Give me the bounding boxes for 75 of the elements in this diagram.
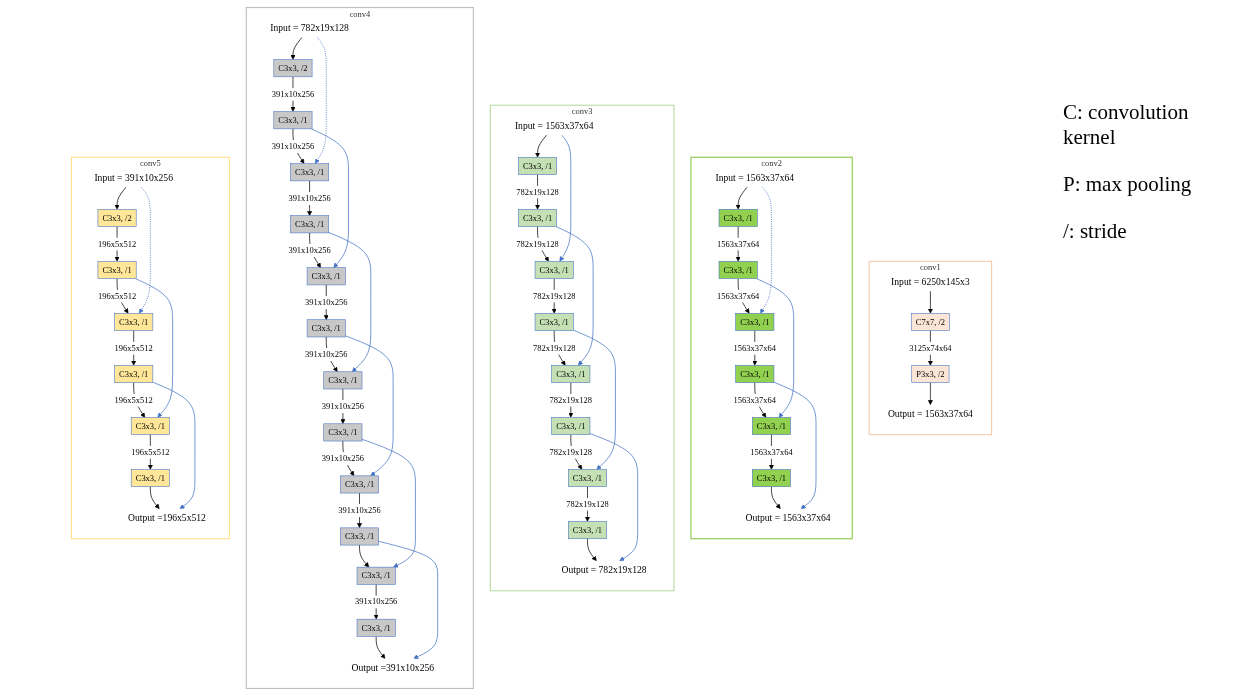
node-box: C3x3, /1 [551,417,591,435]
node-text: Input = 6250x145x3 [891,276,970,288]
edge-label: 782x19x128 [549,395,593,405]
legend-note: P: max pooling [1063,172,1193,197]
node-box: C7x7, /2 [910,313,950,331]
edge-label: 1563x37x64 [750,447,793,457]
node-text: Input = 1563x37x64 [715,172,795,183]
edge-label: 391x10x256 [305,349,348,359]
edge-label: 196x5x512 [114,395,153,405]
node-box: C3x3, /1 [518,156,557,175]
edge-label: 196x5x512 [97,291,137,301]
edge-label: 391x10x256 [354,597,398,607]
node-text: Input = 782x19x128 [270,22,349,34]
edge-label: 391x10x256 [271,89,315,99]
node-box: C3x3, /2 [273,59,313,78]
legend-note: /: stride [1063,219,1128,244]
node-box: C3x3, /1 [735,313,775,331]
node-box: C3x3, /1 [735,365,775,383]
edge-label: 391x10x256 [321,401,365,411]
edge-label: 1563x37x64 [716,291,760,301]
edge-label: 196x5x512 [114,343,153,353]
node-box: C3x3, /1 [718,209,758,227]
node-box: C3x3, /1 [551,365,591,383]
node-text: Input = 1563x37x64 [514,120,594,131]
edge-label: 782x19x128 [516,187,559,197]
node-box: C3x3, /1 [534,313,574,331]
node-box: C3x3, /1 [130,417,170,435]
edge-label: 391x10x256 [288,245,331,255]
node-box: C3x3, /1 [568,469,607,487]
node-box: C3x3, /1 [306,267,346,286]
node-box: C3x3, /1 [306,319,346,338]
edge-label: 782x19x128 [566,499,609,509]
node-box: C3x3, /1 [273,111,313,130]
edge-label: 3125x74x64 [909,343,952,353]
node-text: Output = 1563x37x64 [745,512,831,524]
node-box: C3x3, /1 [568,521,607,540]
node-text: Output = 1563x37x64 [887,408,973,420]
node-text: Input = 391x10x256 [94,172,173,183]
node-box: C3x3, /1 [114,313,154,331]
node-box: C3x3, /1 [356,566,396,585]
node-box: P3x3, /2 [911,365,950,383]
node-box: C3x3, /1 [97,261,137,279]
node-text: Output =196x5x512 [128,512,206,524]
node-text: Output = 782x19x128 [561,564,647,576]
edge-label: 1563x37x64 [733,343,776,353]
edge-label: 782x19x128 [532,291,576,301]
node-box: C3x3, /1 [518,209,557,227]
node-box: C3x3, /1 [718,261,758,279]
edge-label: 1563x37x64 [733,395,776,405]
node-box: C3x3, /1 [752,469,791,487]
legend-note: C: convolution kernel [1063,100,1190,150]
node-box: C3x3, /1 [340,527,379,546]
node-text: Output =391x10x256 [351,662,435,674]
node-box: C3x3, /1 [323,371,363,390]
edge-label: 782x19x128 [549,447,593,457]
edge-label: 196x5x512 [97,239,137,249]
edge-label: 1563x37x64 [716,239,760,249]
node-box: C3x3, /1 [323,423,363,442]
edge-label: 391x10x256 [305,297,348,307]
node-box: C3x3, /1 [752,417,791,435]
node-box: C3x3, /1 [114,365,154,383]
node-box: C3x3, /1 [290,215,330,234]
edge-label: 782x19x128 [516,239,559,249]
edge-label: 391x10x256 [288,193,331,203]
edge-label: 391x10x256 [321,453,365,463]
node-box: C3x3, /1 [290,163,330,182]
edge-label: 782x19x128 [532,343,576,353]
node-box: C3x3, /1 [356,618,396,637]
edge-label: 391x10x256 [271,141,315,151]
node-box: C3x3, /2 [97,209,137,227]
node-box: C3x3, /1 [130,469,170,487]
edge-label: 391x10x256 [338,505,381,515]
edge-label: 196x5x512 [131,447,170,457]
node-box: C3x3, /1 [534,261,574,279]
node-box: C3x3, /1 [340,475,379,494]
